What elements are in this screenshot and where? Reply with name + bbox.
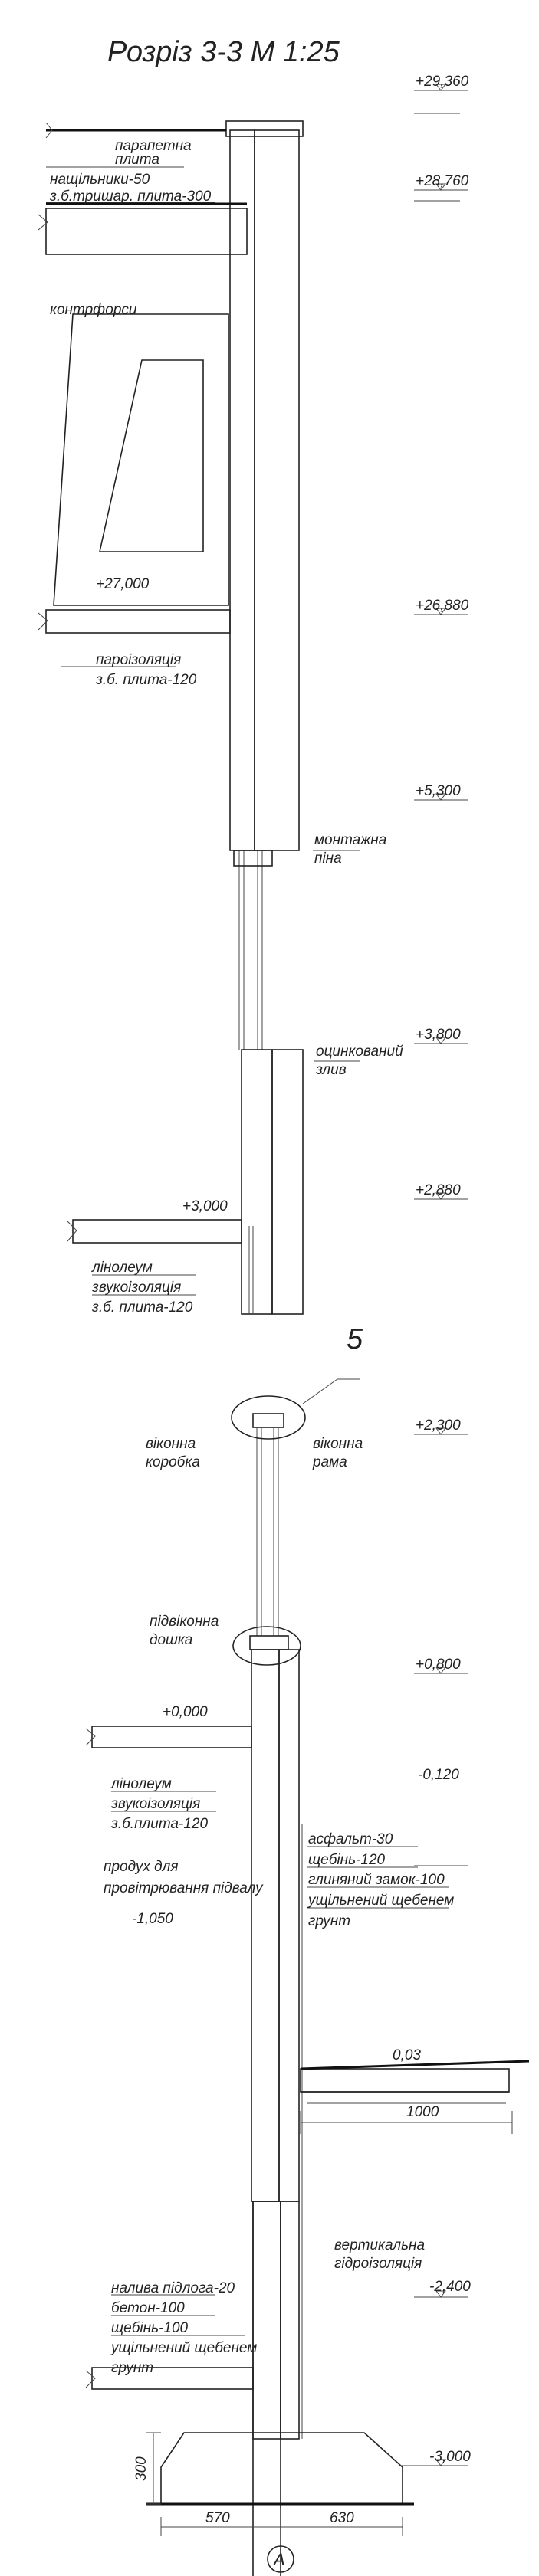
label-foam-1: монтажна	[314, 832, 386, 848]
label-lino1-2: звукоізоляція	[91, 1280, 181, 1296]
label-lino1-1: лінолеум	[91, 1260, 153, 1276]
label-lino2-2: звукоізоляція	[110, 1796, 200, 1812]
dim-right-offset: 630	[330, 2510, 354, 2526]
label-waterproof-1: вертикальна	[334, 2237, 425, 2253]
label-lino2-1: лінолеум	[110, 1776, 172, 1792]
label-floor-4: ущільнений щебенем	[110, 2340, 257, 2356]
drawing-title: Розріз 3-3 М 1:25	[107, 36, 340, 68]
elev-27000: +27,000	[96, 576, 150, 592]
label-floor-3: щебінь-100	[111, 2320, 189, 2336]
label-pave-3: глиняний замок-100	[308, 1872, 445, 1888]
label-window-frame-1: віконна	[313, 1436, 363, 1452]
label-parapet-1: парапетна	[115, 138, 192, 154]
dimension-lines	[146, 2111, 513, 2548]
leader-lines	[46, 166, 449, 2336]
elev-3000: +3,000	[182, 1198, 228, 1214]
slab-27000	[38, 609, 231, 634]
axis-label: А	[272, 2550, 285, 2569]
label-sill-1: нащільники-50	[50, 172, 150, 188]
label-sill-2: з.б.тришар. плита-300	[49, 188, 212, 205]
window-callout-upper	[231, 1378, 360, 1440]
basement-floor	[85, 2367, 254, 2390]
elev-003: 0,03	[393, 2047, 421, 2063]
label-lino2-3: з.б.плита-120	[110, 1816, 208, 1832]
parapet	[45, 120, 304, 139]
dim-blind-area: 1000	[406, 2104, 439, 2120]
basement-wall	[252, 1824, 303, 2440]
label-lino1-3: з.б. плита-120	[91, 1299, 193, 1316]
label-buttress: контрфорси	[50, 302, 137, 318]
dim-footing-height: 300	[133, 2456, 150, 2481]
elev-minus-0120: -0,120	[418, 1767, 459, 1783]
elev-minus-2400: -2,400	[429, 2279, 471, 2295]
label-waterproof-2: гідроізоляція	[334, 2256, 422, 2272]
label-window-box-1: віконна	[146, 1436, 196, 1452]
elev-28760: +28,760	[416, 173, 469, 189]
label-vent-2: провітрювання підвалу	[104, 1880, 264, 1896]
label-pave-1: асфальт-30	[308, 1831, 393, 1847]
elev-0000: +0,000	[163, 1704, 208, 1720]
window-callout-lower	[232, 1626, 301, 1666]
label-floor-5: грунт	[111, 2360, 153, 2376]
label-floor-2: бетон-100	[111, 2300, 185, 2316]
elev-2880: +2,880	[416, 1182, 461, 1198]
elev-minus-1050: -1,050	[132, 1911, 173, 1927]
label-pave-4: ущільнений щебенем	[307, 1893, 454, 1909]
elev-minus-3000: -3,000	[429, 2449, 471, 2465]
label-drip-1: оцинкований	[316, 1044, 403, 1060]
elev-0800: +0,800	[416, 1657, 461, 1673]
label-window-frame-2: рама	[312, 1454, 347, 1470]
dim-left-offset: 570	[205, 2510, 230, 2526]
roof-panel	[38, 202, 248, 255]
label-window-box-2: коробка	[146, 1454, 200, 1470]
label-sill-board-2: дошка	[150, 1632, 192, 1648]
elev-29360: +29,360	[416, 74, 469, 90]
label-floor-1: налива підлога-20	[111, 2280, 235, 2296]
label-vapor-2: з.б. плита-120	[95, 672, 197, 688]
elev-5300: +5,300	[416, 783, 461, 799]
label-parapet-2: плита	[115, 152, 159, 168]
footing	[146, 2432, 414, 2506]
label-drip-2: злив	[315, 1062, 347, 1078]
label-vent-1: продух для	[104, 1859, 179, 1875]
label-pave-5: грунт	[308, 1913, 350, 1929]
slab-0000	[85, 1726, 252, 1748]
blind-area	[300, 2060, 530, 2104]
label-vapor-1: пароізоляція	[96, 652, 181, 668]
main-wall	[229, 129, 304, 2576]
label-sill-board-1: підвіконна	[150, 1614, 219, 1630]
label-foam-2: піна	[314, 850, 342, 867]
label-pave-2: щебінь-120	[308, 1852, 386, 1868]
buttress	[53, 313, 229, 606]
elev-26880: +26,880	[416, 598, 469, 614]
callout-number: 5	[347, 1323, 363, 1355]
axis-bubble	[267, 2545, 294, 2573]
elev-3800: +3,800	[416, 1027, 461, 1043]
slab-3000	[67, 1219, 242, 1244]
elev-2300: +2,300	[416, 1417, 461, 1434]
elevation-marks	[399, 84, 468, 2466]
